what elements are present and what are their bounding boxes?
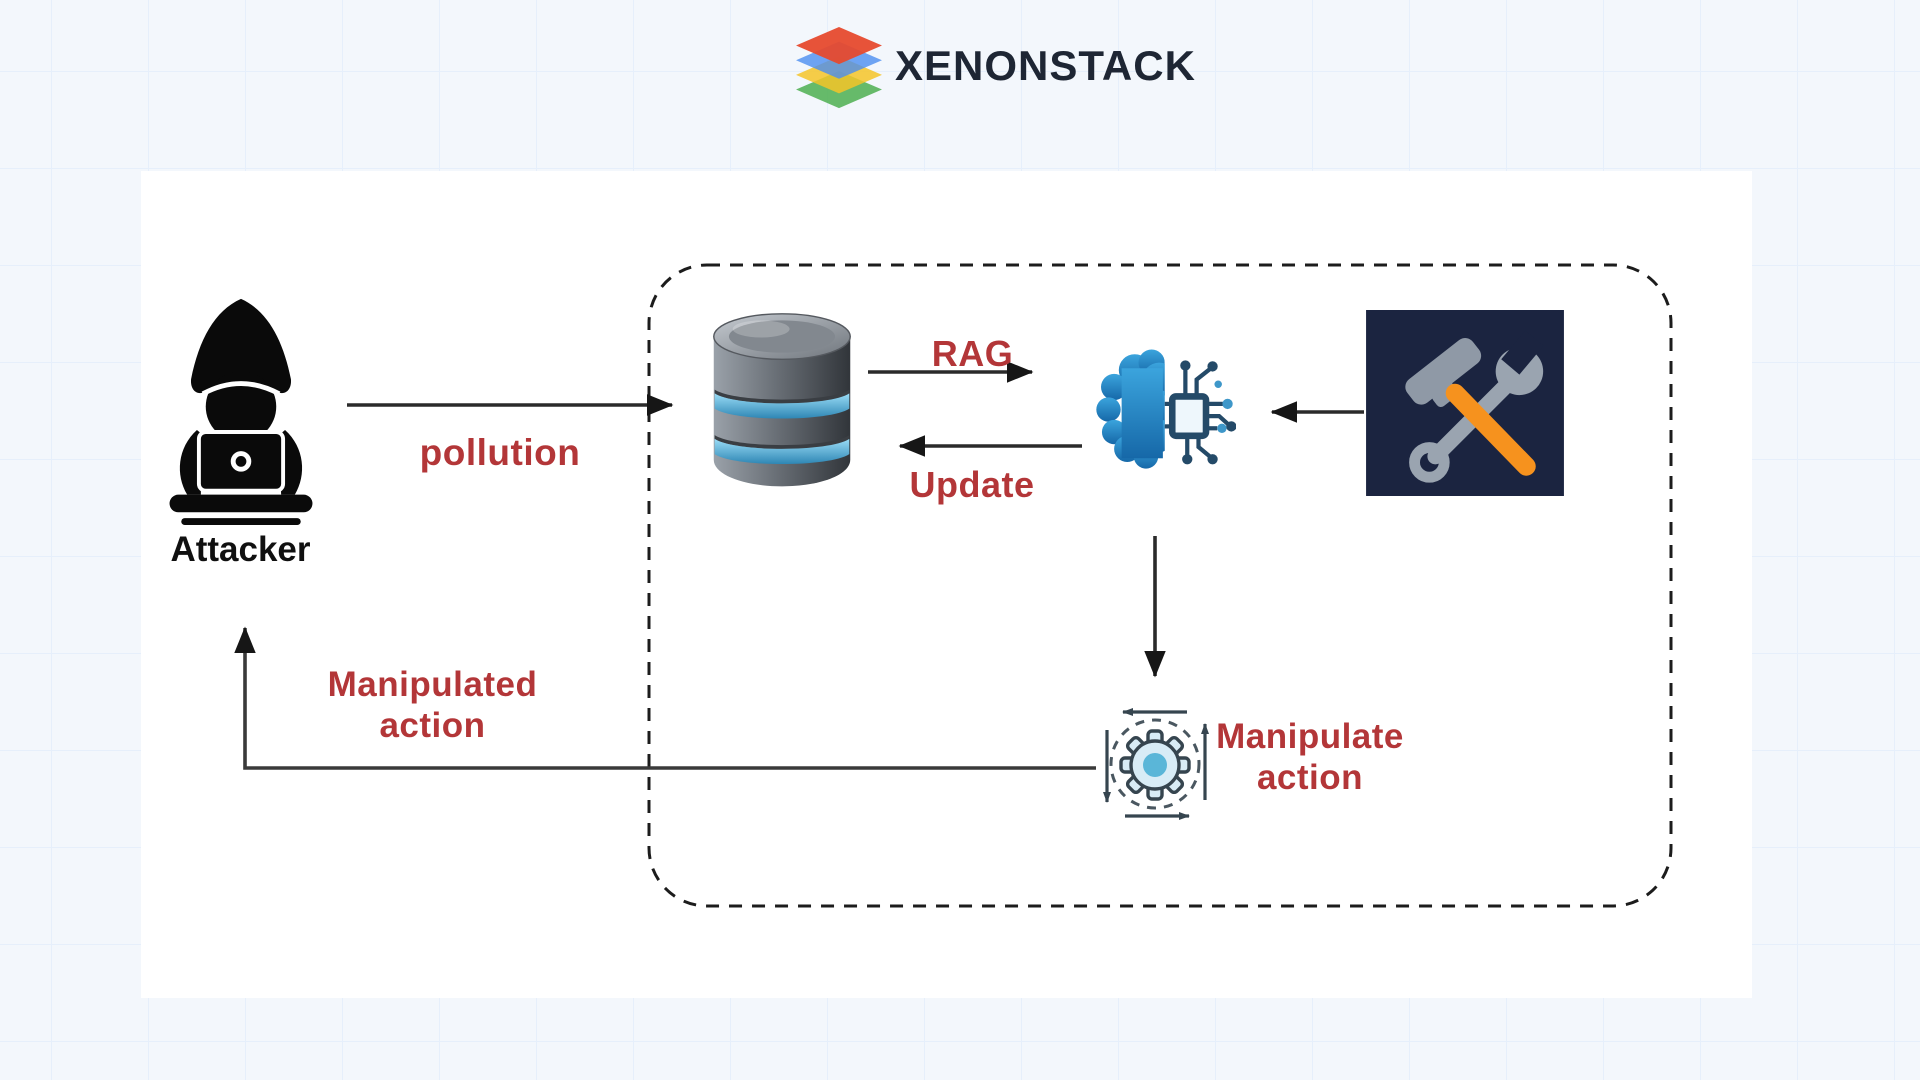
manipulated-action-label: Manipulated action [295, 664, 570, 746]
attacker-hacker-icon [169, 298, 313, 526]
brand-title: XENONSTACK [895, 42, 1196, 89]
rag-edge-label: RAG [931, 333, 1014, 374]
manipulated-action-line2: action [379, 706, 486, 745]
hammer-wrench-tools-icon [1366, 310, 1564, 496]
update-edge-label: Update [909, 464, 1035, 505]
gear-cycle-icon [1103, 708, 1209, 820]
ai-brain-chip-icon [1096, 349, 1236, 469]
pollution-edge-label: pollution [419, 432, 581, 473]
manipulate-action-line1: Manipulate [1216, 717, 1404, 756]
diagram-panel [141, 171, 1752, 998]
database-icon [713, 313, 851, 487]
manipulated-action-line1: Manipulated [327, 665, 538, 704]
attacker-label: Attacker [170, 530, 311, 569]
manipulate-action-line2: action [1256, 758, 1364, 797]
xenonstack-logo-icon [796, 27, 882, 109]
manipulate-action-label: Manipulate action [1200, 716, 1420, 798]
